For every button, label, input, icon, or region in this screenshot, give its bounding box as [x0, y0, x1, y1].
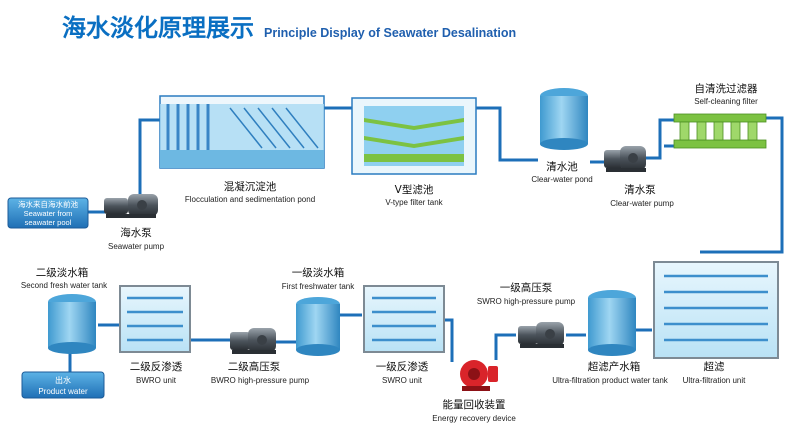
swro-unit	[363, 285, 445, 353]
swro-high-pressure-pump	[518, 322, 564, 348]
clear-water-pump	[604, 146, 646, 172]
first-tank-cn: 一级淡水箱	[292, 266, 345, 279]
seawater-pump-en: Seawater pump	[108, 242, 165, 251]
clear-pump-cn: 清水泵	[624, 183, 656, 196]
title-en: Principle Display of Seawater Desalinati…	[264, 26, 516, 40]
product-water-en: Product water	[38, 387, 88, 396]
bwro-en: BWRO unit	[136, 376, 177, 385]
title-cn: 海水淡化原理展示	[62, 14, 254, 42]
uf-tank-cn: 超滤产水箱	[588, 360, 641, 373]
flocculation-cn: 混凝沉淀池	[224, 180, 277, 193]
first-freshwater-tank	[296, 297, 340, 356]
second-tank-en: Second fresh water tank	[21, 281, 108, 290]
energy-recovery-device	[460, 360, 498, 391]
clear-pond-en: Clear-water pond	[531, 175, 592, 184]
bwro-high-pressure-pump	[230, 328, 276, 354]
ultrafiltration-cn: 超滤	[704, 360, 725, 373]
v-filter-en: V-type filter tank	[385, 198, 443, 207]
bwro-pump-en: BWRO high-pressure pump	[211, 376, 310, 385]
self-cleaning-filter	[673, 113, 767, 149]
seawater-source-line2: Seawater from	[24, 209, 73, 218]
clear-pump-en: Clear-water pump	[610, 199, 674, 208]
swro-pump-cn: 一级高压泵	[500, 281, 553, 294]
seawater-source-line1: 海水来自海水前池	[18, 199, 78, 209]
energy-recovery-cn: 能量回收装置	[443, 398, 506, 411]
seawater-pump-cn: 海水泵	[120, 226, 152, 239]
product-water: 出水 Product water	[21, 371, 105, 399]
second-fresh-water-tank	[48, 294, 96, 354]
v-filter-tank	[351, 97, 477, 175]
bwro-cn: 二级反渗透	[130, 360, 183, 373]
ultrafiltration-unit	[653, 261, 779, 359]
bwro-unit	[119, 285, 191, 353]
uf-tank-en: Ultra-filtration product water tank	[552, 376, 669, 385]
energy-recovery-en: Energy recovery device	[432, 414, 516, 423]
flocculation-pond	[159, 95, 325, 169]
clear-water-pond	[540, 88, 588, 150]
second-tank-cn: 二级淡水箱	[36, 266, 89, 279]
bwro-pump-cn: 二级高压泵	[228, 360, 281, 373]
ultrafiltration-en: Ultra-filtration unit	[683, 376, 746, 385]
seawater-source-line3: seawater pool	[25, 218, 72, 227]
self-cleaning-en: Self-cleaning filter	[694, 97, 758, 106]
self-cleaning-cn: 自清洗过滤器	[695, 82, 758, 95]
clear-pond-cn: 清水池	[546, 160, 578, 173]
v-filter-cn: V型滤池	[395, 183, 434, 196]
flocculation-en: Flocculation and sedimentation pond	[185, 195, 315, 204]
swro-cn: 一级反渗透	[376, 360, 429, 373]
uf-product-tank	[588, 290, 636, 356]
product-water-cn: 出水	[55, 375, 71, 385]
first-tank-en: First freshwater tank	[282, 282, 355, 291]
swro-pump-en: SWRO high-pressure pump	[477, 297, 576, 306]
seawater-pump	[104, 194, 158, 218]
seawater-source: 海水来自海水前池 Seawater from seawater pool	[7, 197, 89, 229]
swro-en: SWRO unit	[382, 376, 423, 385]
